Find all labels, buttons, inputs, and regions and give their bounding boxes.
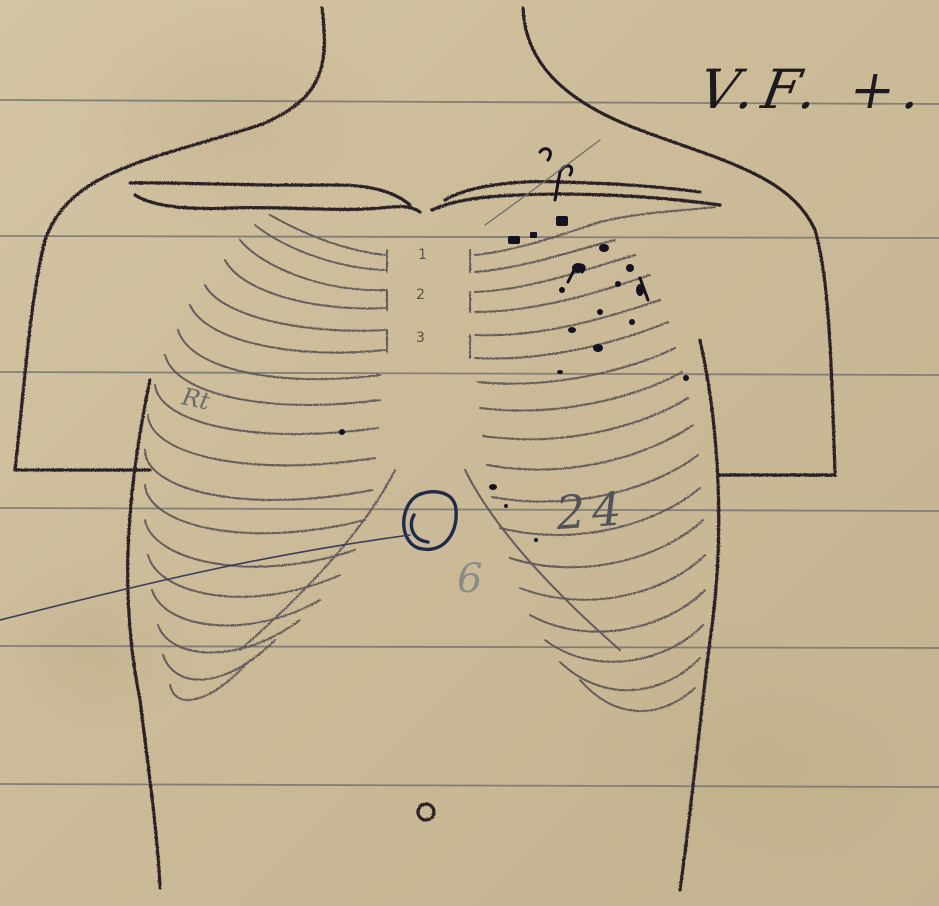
corner-annotation: V.F. +.: [694, 58, 934, 121]
mark: [530, 232, 537, 238]
sternum-label-3: 3: [416, 330, 425, 346]
mark: [593, 344, 603, 352]
mark: [556, 216, 568, 226]
ink-hook-upper: [540, 149, 550, 160]
rib-cage: [145, 207, 715, 711]
mark: [629, 319, 635, 325]
mark: [597, 309, 603, 315]
mark: [615, 281, 621, 287]
ink-marks: [339, 216, 689, 542]
sternum-label-1: 1: [418, 247, 427, 263]
mark: [626, 264, 634, 272]
mark: [599, 244, 609, 252]
mark: [557, 370, 563, 374]
navel: [418, 804, 434, 820]
pencil-note-lower-middle: 6: [457, 556, 482, 602]
mark: [559, 287, 565, 293]
mark: [683, 375, 689, 381]
mark: [339, 429, 345, 435]
sternum-label-2: 2: [416, 287, 425, 303]
mark: [534, 538, 538, 542]
pencil-note-right-chest: Rt: [179, 382, 212, 415]
mark: [504, 504, 508, 508]
mark: [508, 236, 520, 244]
right-clavicle: [432, 194, 720, 210]
pencil-note-lower-left-chest: 2 4: [554, 482, 619, 540]
mark: [568, 327, 576, 333]
mark: [489, 484, 497, 490]
